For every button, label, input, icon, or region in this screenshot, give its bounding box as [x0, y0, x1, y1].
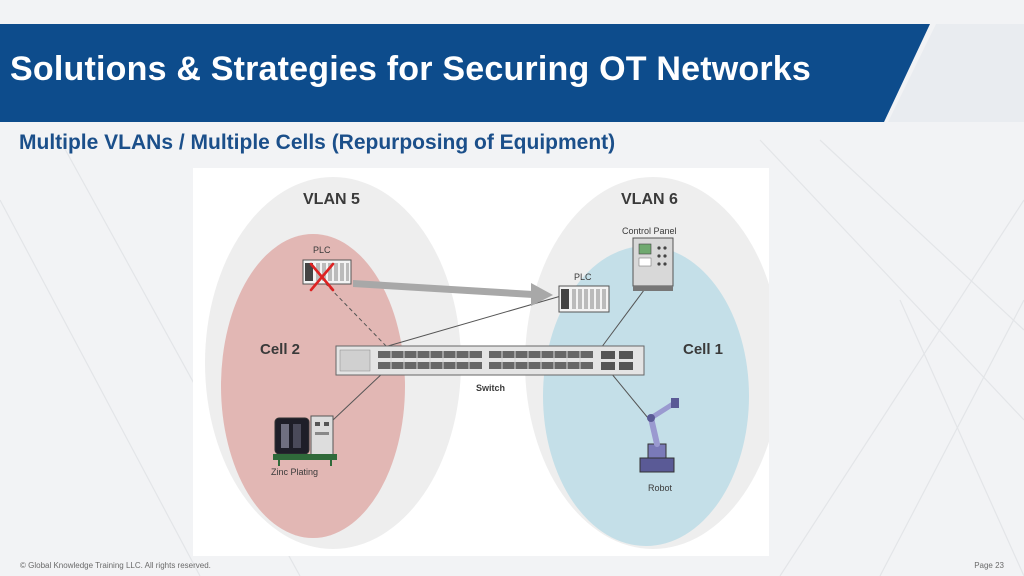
slide-subtitle: Multiple VLANs / Multiple Cells (Repurpo…	[19, 131, 616, 154]
link-zinc-plating	[332, 369, 387, 421]
robot-device	[639, 398, 679, 473]
old-plc-label: PLC	[313, 245, 331, 255]
zinc-plating-label: Zinc Plating	[271, 467, 318, 477]
control-panel-device	[632, 237, 674, 291]
vlan5-label: VLAN 5	[303, 191, 360, 208]
switch-label: Switch	[476, 383, 505, 393]
repurpose-arrow	[353, 280, 553, 306]
link-old-plc	[324, 282, 389, 349]
cell1-zone	[543, 246, 749, 546]
page-number: Page 23	[974, 561, 1004, 570]
title-banner	[0, 24, 1024, 122]
new-plc-label: PLC	[574, 272, 592, 282]
switch-device	[335, 345, 645, 376]
copyright-footer: © Global Knowledge Training LLC. All rig…	[20, 561, 211, 570]
slide-title: Solutions & Strategies for Securing OT N…	[10, 50, 811, 88]
network-diagram: VLAN 5 VLAN 6 Cell 2 Cell 1 PLC PLC	[193, 168, 769, 556]
link-robot	[610, 372, 649, 419]
robot-label: Robot	[648, 483, 673, 493]
cell2-zone	[221, 234, 405, 538]
zinc-plating-device	[273, 415, 337, 466]
control-panel-label: Control Panel	[622, 226, 677, 236]
vlan6-label: VLAN 6	[621, 191, 678, 208]
cell1-label: Cell 1	[683, 341, 723, 358]
removed-x-icon	[309, 262, 335, 292]
new-plc-device	[558, 285, 610, 313]
cell2-label: Cell 2	[260, 341, 300, 358]
